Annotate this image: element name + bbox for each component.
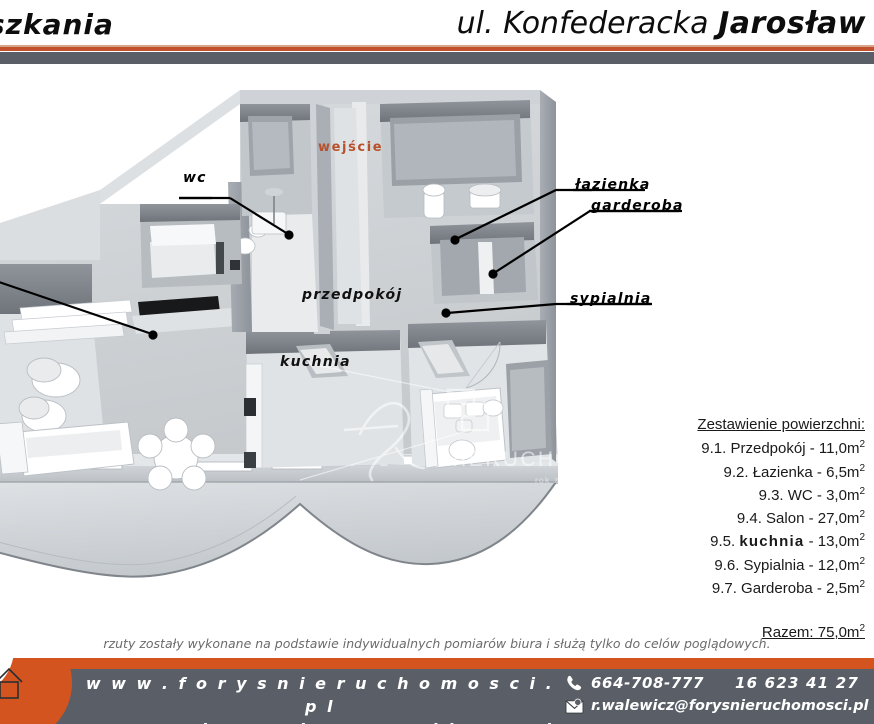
label-kuchnia: kuchnia bbox=[280, 354, 351, 370]
house-logo-icon bbox=[0, 667, 23, 699]
footer-phone-row: 664-708-777 16 623 41 27 bbox=[565, 672, 870, 695]
label-entrance: wejście bbox=[318, 140, 384, 155]
email-address[interactable]: r.walewicz@forysnieruchomosci.pl bbox=[591, 698, 869, 714]
area-total: Razem: 75,0m2 bbox=[761, 623, 865, 642]
area-row: 9.2. Łazienka - 6,5m2 bbox=[723, 462, 865, 481]
footer-email-row: r.walewicz@forysnieruchomosci.pl bbox=[565, 695, 870, 718]
footer-websites: w w w . f o r y s n i e r u c h o m o s … bbox=[85, 672, 555, 724]
footer-gray-band bbox=[0, 669, 874, 724]
area-summary-title: Zestawienie powierzchni: bbox=[697, 416, 865, 433]
phone-icon bbox=[567, 675, 582, 691]
footer-contact: 664-708-777 16 623 41 27 r.walewicz@fory… bbox=[565, 672, 870, 718]
area-row: 9.4. Salon - 27,0m2 bbox=[736, 509, 865, 528]
header-gray-bar bbox=[0, 52, 874, 64]
phone-number-landline[interactable]: 16 623 41 27 bbox=[734, 674, 859, 692]
svg-text:NIERUCHOMOŚCI: NIERUCHOMOŚCI bbox=[443, 447, 655, 471]
disclaimer-text: rzuty zostały wykonane na podstawie indy… bbox=[103, 636, 771, 651]
svg-text:rok założenia: rok założenia bbox=[535, 475, 601, 485]
header-street: ul. Konfederacka bbox=[456, 6, 709, 41]
area-row: 9.1. Przedpokój - 11,0m2 bbox=[701, 439, 865, 458]
area-row: 9.3. WC - 3,0m2 bbox=[758, 485, 865, 504]
website-primary[interactable]: w w w . f o r y s n i e r u c h o m o s … bbox=[85, 674, 555, 716]
header-rule-thin bbox=[0, 45, 874, 47]
page-header: eszkania ul. Konfederacka Jarosław bbox=[0, 0, 874, 48]
header-city: Jarosław bbox=[718, 6, 866, 41]
floorplan-stage: NIERUCHOMOŚCI rok założenia wejście bbox=[0, 64, 874, 630]
callout-wc: wc bbox=[183, 170, 207, 186]
area-summary-list: 9.1. Przedpokój - 11,0m2 9.2. Łazienka - … bbox=[600, 435, 865, 598]
website-secondary[interactable]: w w w . n i e r u c h o m o s c i j a r … bbox=[85, 718, 555, 724]
area-summary: Zestawienie powierzchni: 9.1. Przedpokój… bbox=[600, 415, 865, 643]
floorplan-render: NIERUCHOMOŚCI rok założenia bbox=[0, 90, 682, 578]
header-rule-thick bbox=[0, 47, 874, 51]
header-left-title: eszkania bbox=[0, 8, 114, 41]
footer-logo-ring bbox=[0, 658, 72, 724]
callout-garderoba: garderoba bbox=[591, 198, 684, 214]
callout-lazienka: łazienka bbox=[575, 177, 651, 193]
header-address: ul. Konfederacka Jarosław bbox=[457, 6, 866, 41]
label-przedpokoj: przedpokój bbox=[302, 287, 403, 303]
page-footer: w w w . f o r y s n i e r u c h o m o s … bbox=[0, 658, 874, 724]
callout-sypialnia: sypialnia bbox=[570, 291, 652, 307]
area-row: 9.5. kuchnia - 13,0m2 bbox=[710, 532, 865, 551]
area-row: 9.6. Sypialnia - 12,0m2 bbox=[714, 555, 865, 574]
phone-number-mobile[interactable]: 664-708-777 bbox=[591, 674, 704, 692]
envelope-icon bbox=[565, 698, 584, 714]
area-row: 9.7. Garderoba - 2,5m2 bbox=[711, 579, 865, 598]
